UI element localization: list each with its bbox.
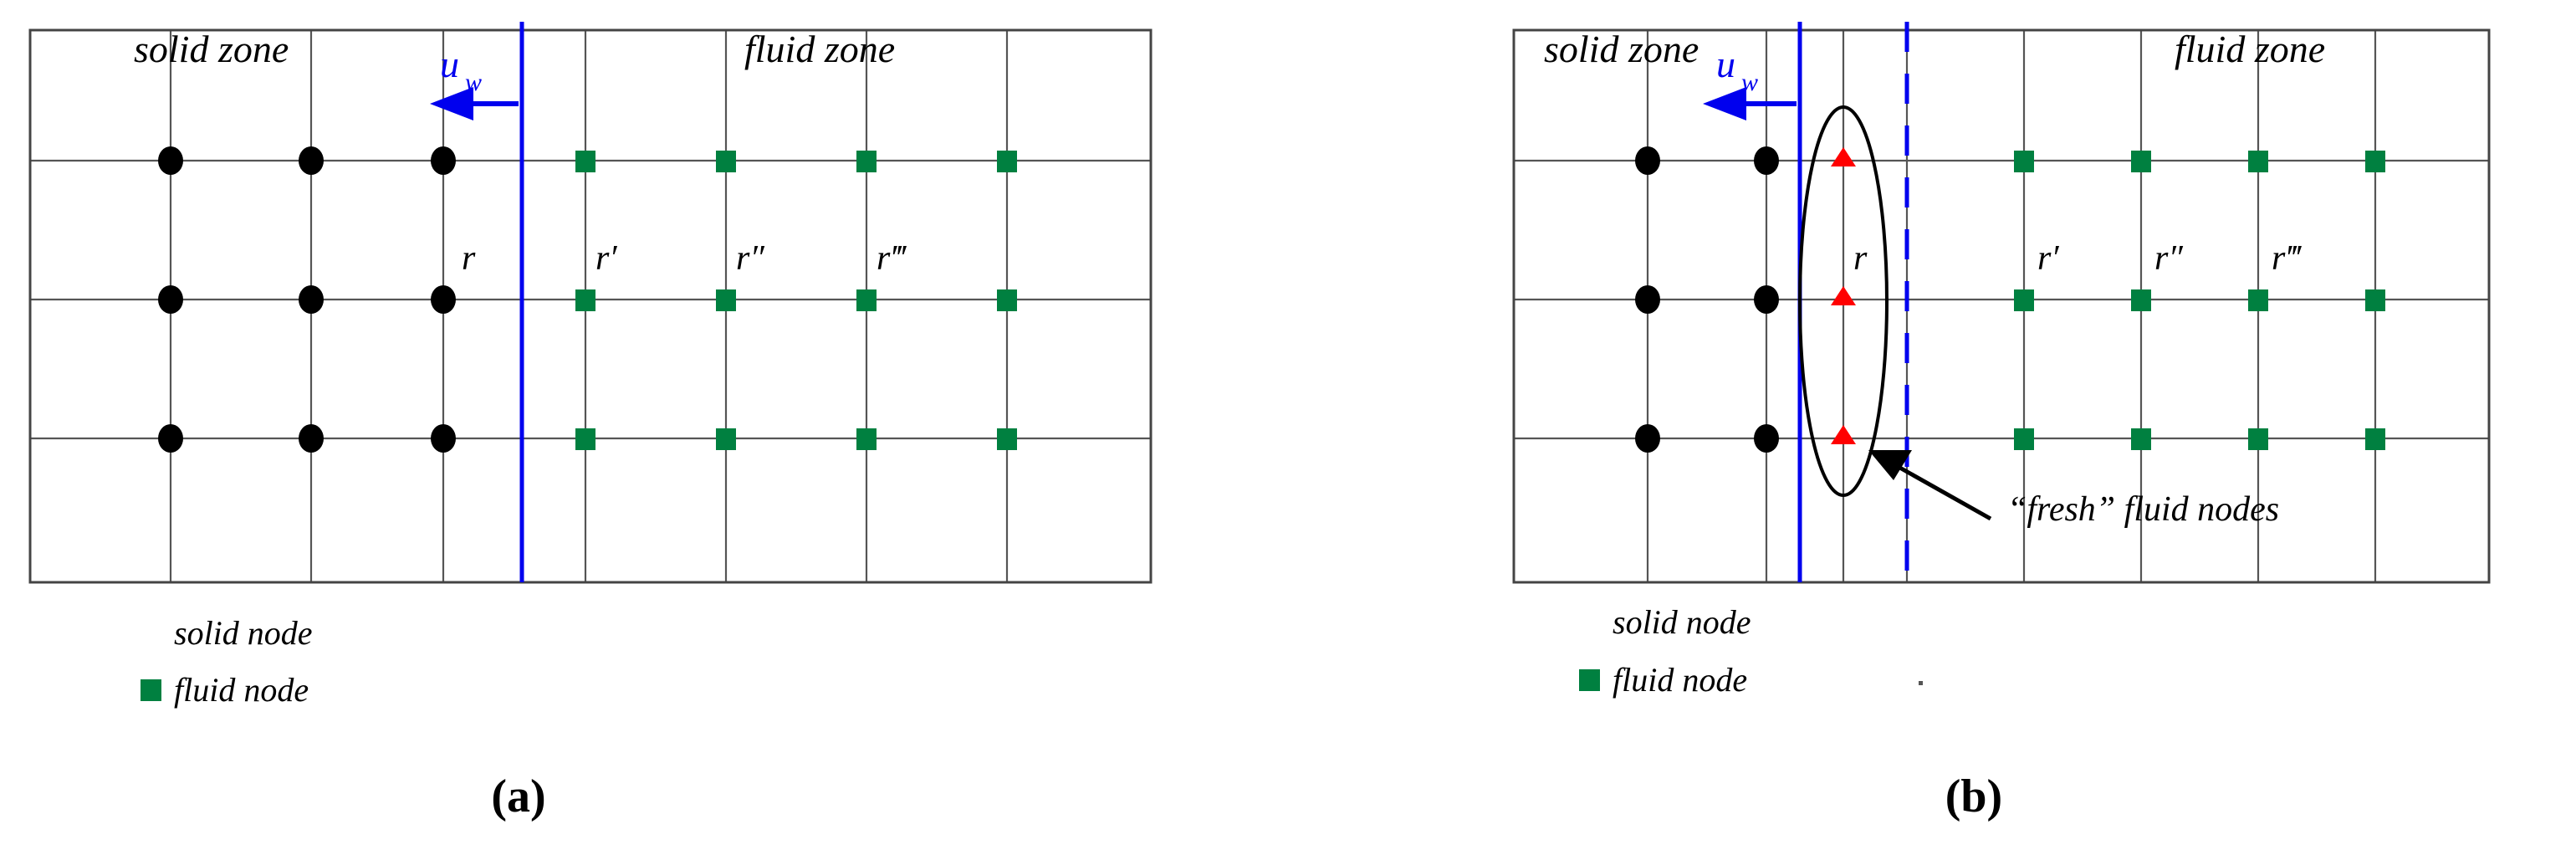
wall-velocity-label: u: [1716, 43, 1735, 85]
panel-b-canvas: u w solid zone fluid zone r r′ r″ r‴: [1512, 22, 2491, 822]
radius-label-r-prime: r′: [2037, 239, 2059, 278]
wall-velocity-label: u: [440, 43, 459, 85]
legend-fluid-node-label: fluid node: [174, 671, 309, 709]
legend-fluid-node-icon: [141, 679, 161, 701]
radius-label-r-double-prime: r″: [2154, 239, 2183, 278]
fluid-zone-label: fluid zone: [744, 28, 895, 70]
radius-label-r-prime: r′: [595, 239, 617, 278]
panel-b: u w solid zone fluid zone r r′ r″ r‴: [1338, 0, 2576, 845]
solid-node-markers: [158, 146, 456, 453]
wall-velocity-subscript: w: [1741, 69, 1758, 96]
panel-a-caption: (a): [491, 771, 545, 822]
panel-b-frame: [1512, 28, 2491, 584]
fluid-zone-label: fluid zone: [2175, 28, 2325, 70]
legend-solid-node-label: solid node: [174, 614, 313, 652]
panel-b-caption: (b): [1945, 771, 2002, 822]
fresh-nodes-annotation-arrow-icon: [1868, 450, 1992, 521]
fresh-node-markers: [1831, 147, 1856, 444]
radius-label-r-triple-prime: r‴: [2272, 239, 2302, 278]
legend-fluid-node-icon: [1579, 669, 1600, 691]
radius-label-r-triple-prime: r‴: [877, 239, 907, 278]
fluid-node-markers: [2014, 151, 2385, 450]
fresh-nodes-highlight-ellipse: [1798, 105, 1889, 497]
radius-label-r-double-prime: r″: [736, 239, 764, 278]
radius-label-r: r: [1853, 239, 1868, 278]
legend-fluid-node-label: fluid node: [1613, 661, 1747, 699]
stray-dot-mark: [1919, 681, 1923, 685]
panel-a-frame: [28, 28, 1153, 584]
solid-zone-label: solid zone: [1544, 28, 1699, 70]
grid-horizontal-lines: [1514, 28, 2489, 584]
panel-a-canvas: u w solid zone fluid zone r r′ r″ r‴ sol…: [28, 22, 1153, 822]
panel-a: u w solid zone fluid zone r r′ r″ r‴ sol…: [0, 0, 1238, 845]
solid-node-markers: [1635, 146, 1779, 453]
fresh-nodes-annotation-label: “fresh” fluid nodes: [2007, 490, 2279, 529]
fluid-node-markers: [575, 151, 1017, 450]
solid-zone-label: solid zone: [134, 28, 289, 70]
wall-velocity-subscript: w: [465, 69, 482, 96]
wall-velocity-arrow-icon: [430, 87, 519, 120]
legend-solid-node-label: solid node: [1613, 603, 1751, 641]
wall-velocity-arrow-icon: [1703, 87, 1797, 120]
radius-label-r: r: [462, 239, 476, 278]
grid-vertical-lines: [1512, 30, 2491, 582]
